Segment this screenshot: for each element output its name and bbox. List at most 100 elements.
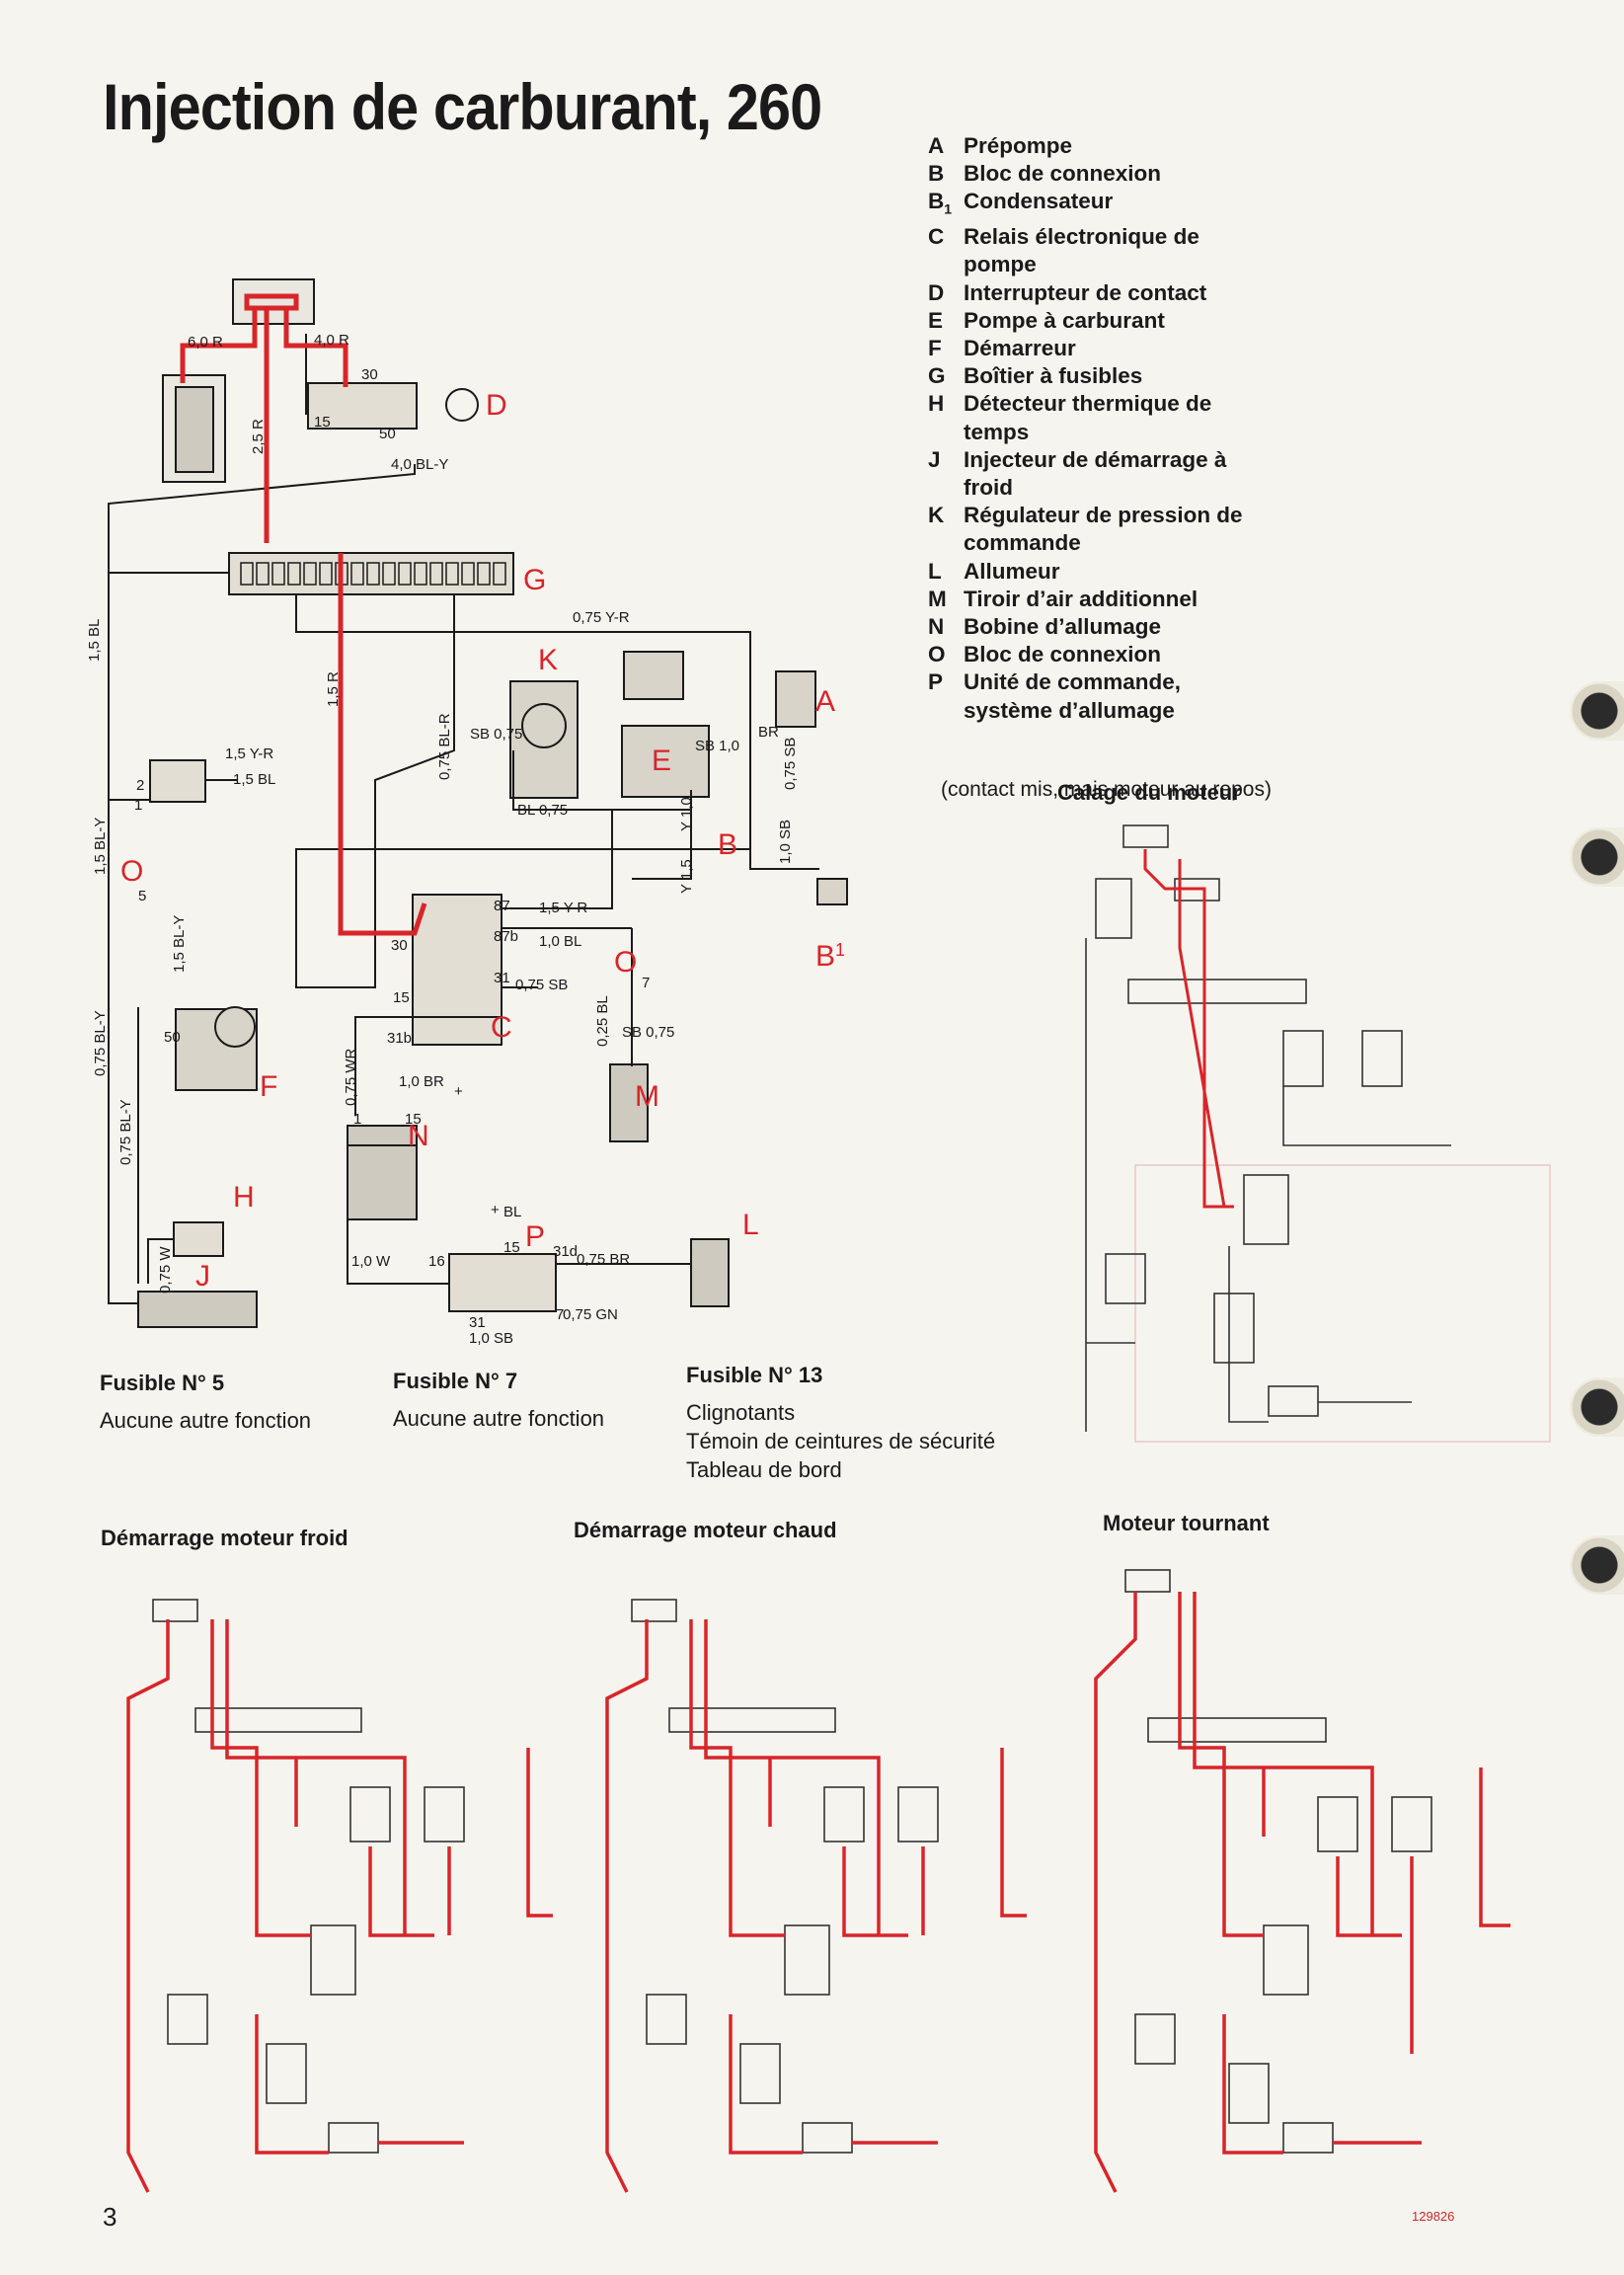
legend-key: F — [928, 335, 942, 360]
legend-label: Condensateur — [964, 189, 1114, 214]
distributor — [690, 1238, 730, 1307]
terminal-label: 7 — [642, 975, 650, 991]
mode-title-running: Moteur tournant — [1103, 1511, 1270, 1535]
running-diagram — [1094, 1569, 1510, 2193]
legend-label: Pompe à carburant — [964, 307, 1165, 333]
terminal-label: 50 — [164, 1029, 181, 1046]
legend-label: Prépompe — [964, 133, 1073, 158]
legend-key: A — [928, 133, 945, 158]
label-M: M — [635, 1080, 659, 1113]
legend-key: J — [928, 446, 941, 472]
ignition-switch — [307, 382, 418, 430]
mode-title-hot-start: Démarrage moteur chaud — [574, 1518, 837, 1542]
connector-block — [149, 759, 206, 803]
wire-label: 1,5 Y-R — [539, 900, 587, 916]
pressure-regulator — [509, 680, 579, 799]
label-F: F — [260, 1070, 277, 1103]
label-G: G — [523, 564, 546, 596]
legend-label: Interrupteur de contact — [964, 279, 1207, 305]
legend-item: D Interrupteur de contact — [928, 279, 1323, 307]
legend-label: Régulateur de pression de — [964, 503, 1243, 528]
label-O1: O — [120, 855, 143, 888]
terminal-label: 31 — [494, 970, 510, 986]
wire-label: 6,0 R — [188, 334, 223, 351]
wire-label: 4,0 R — [314, 332, 349, 349]
legend-key: D — [928, 279, 945, 305]
page-number: 3 — [103, 2202, 117, 2232]
wire-label: 1,5 Y-R — [225, 745, 273, 762]
terminal-label: 15 — [405, 1111, 422, 1128]
pump-relay — [412, 894, 503, 1046]
legend-key: C — [928, 224, 945, 250]
label-D: D — [486, 389, 507, 422]
terminal-label: 2 — [136, 777, 144, 794]
wire-label: BL — [503, 1204, 521, 1220]
legend-label: système d’allumage — [964, 697, 1175, 723]
label-O2: O — [614, 946, 637, 979]
legend-label: Boîtier à fusibles — [964, 363, 1143, 389]
terminal-label: 87 — [494, 898, 510, 914]
wire-label: 0,25 BL — [594, 995, 611, 1047]
pre-pump — [775, 670, 816, 728]
legend-item: temps — [928, 419, 1323, 446]
legend-key: H — [928, 391, 945, 417]
fuse-info-7: Fusible N° 7 Aucune autre fonction — [393, 1369, 604, 1433]
legend-label: Bloc de connexion — [964, 161, 1162, 187]
fuse-line: Témoin de ceintures de sécurité — [686, 1429, 996, 1453]
cold-start-injector — [137, 1291, 258, 1328]
wire-label: BR — [758, 724, 779, 741]
legend-label: temps — [964, 419, 1030, 444]
label-K: K — [538, 644, 558, 676]
fuse-line: Clignotants — [686, 1400, 796, 1425]
wire-label: 1,0 W — [351, 1253, 391, 1270]
legend-item: G Boîtier à fusibles — [928, 362, 1323, 390]
wire-label: Y 1,0 — [678, 797, 695, 831]
legend-label: commande — [964, 530, 1081, 556]
fuse-title: Fusible N° 7 — [393, 1369, 518, 1393]
label-N: N — [408, 1120, 429, 1152]
binder-hole — [1570, 1535, 1624, 1595]
legend-item: C Relais électronique de — [928, 223, 1323, 251]
legend-key: K — [928, 503, 945, 528]
label-C: C — [491, 1011, 512, 1044]
wire-label: 1,5 BL — [233, 771, 275, 788]
legend-item: commande — [928, 529, 1323, 557]
label-H: H — [233, 1181, 255, 1214]
legend-key: M — [928, 586, 947, 611]
terminal-label: 5 — [138, 888, 146, 904]
legend-label: Bloc de connexion — [964, 642, 1162, 667]
legend-item: système d’allumage — [928, 697, 1323, 725]
calage-title: Calage du moteur — [1057, 780, 1241, 805]
control-unit — [448, 1253, 557, 1312]
wire-label: 2,5 R — [250, 419, 267, 454]
wire-label: 0,75 SB — [515, 977, 568, 993]
wire-label: Y 1,5 — [678, 859, 695, 894]
legend-label: Relais électronique de — [964, 224, 1199, 250]
label-L: L — [742, 1209, 759, 1241]
wire-label: 1,0 SB — [469, 1330, 513, 1347]
terminal-label: 87b — [494, 928, 518, 945]
label-E: E — [652, 745, 671, 777]
mode-title-cold-start: Démarrage moteur froid — [101, 1526, 348, 1550]
wire-label: 0,75 W — [157, 1246, 174, 1294]
wire-label: 0,75 GN — [563, 1306, 618, 1323]
terminal-label: 15 — [393, 989, 410, 1006]
legend-key: N — [928, 613, 945, 639]
terminal-label: 30 — [391, 937, 408, 954]
legend-label: Unité de commande, — [964, 669, 1182, 695]
legend-key: G — [928, 363, 946, 389]
terminal-label: 30 — [361, 366, 378, 383]
calage-diagram — [1085, 824, 1451, 1432]
wire-label: 0,75 BL-R — [436, 713, 453, 780]
wire-red — [180, 293, 427, 936]
wire-label: 1,5 BL — [86, 619, 103, 662]
wire-label: 0,75 WR — [343, 1048, 359, 1106]
label-B: B — [718, 828, 737, 861]
